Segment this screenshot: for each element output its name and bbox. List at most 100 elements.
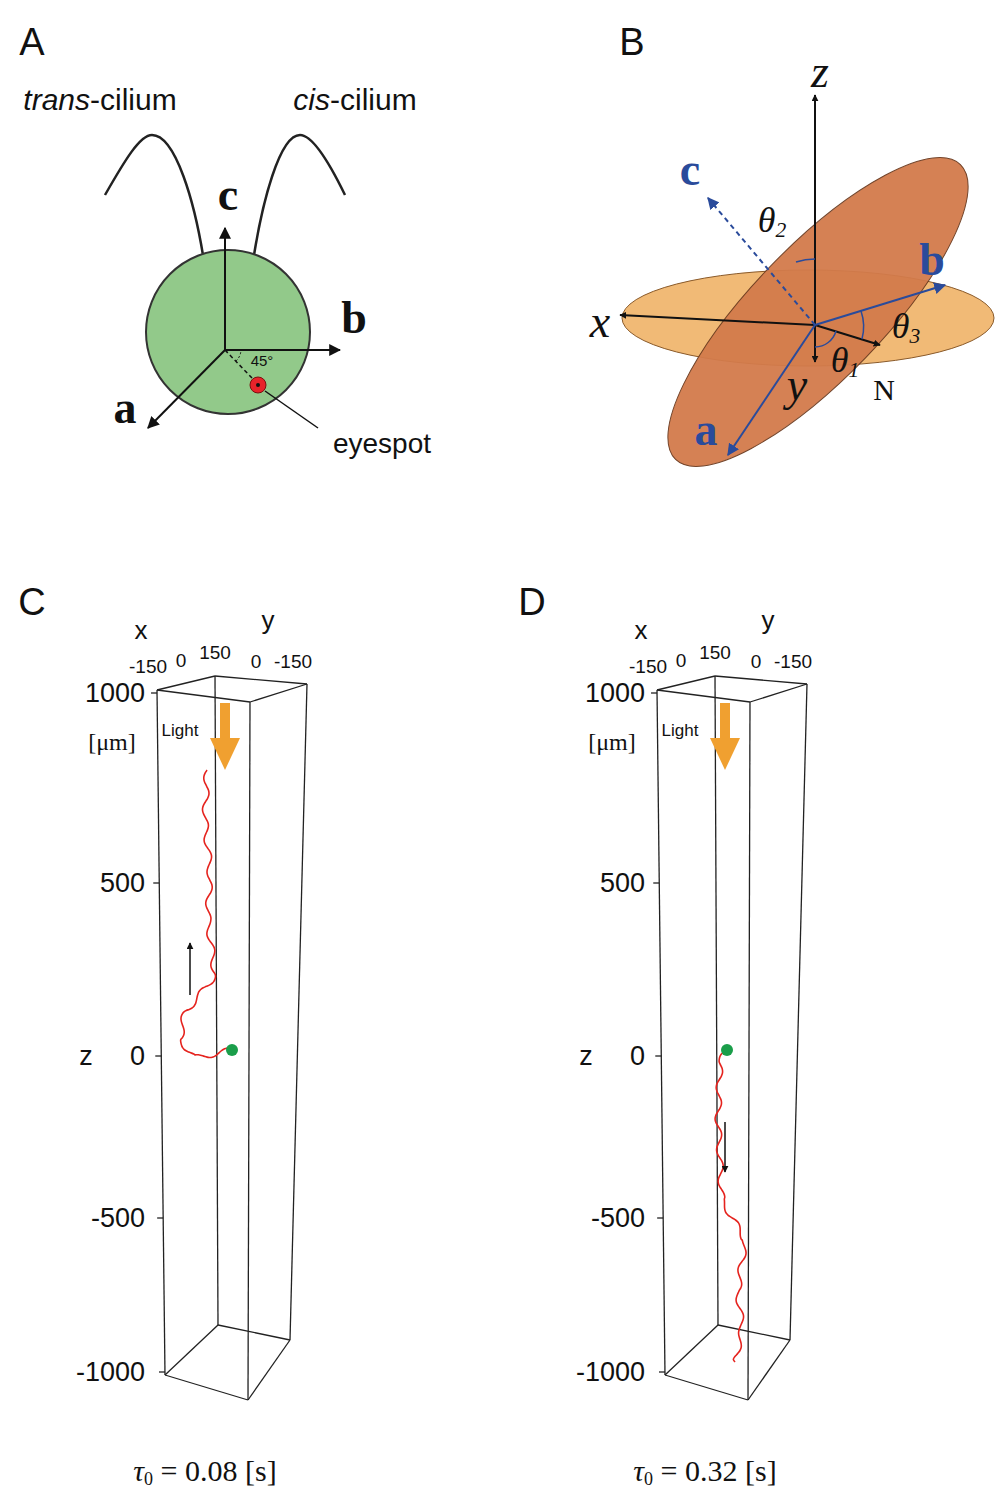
tick-label: 1000 [585, 680, 645, 707]
axis-label: y [762, 607, 775, 633]
light-label: Light [162, 722, 199, 739]
tick-label: 500 [100, 870, 145, 897]
axis-label: x [135, 617, 148, 643]
box-edge [657, 676, 715, 690]
part-label: eyespot [333, 430, 431, 458]
axis-label: y [787, 362, 807, 408]
box-edge [250, 684, 307, 702]
cell-illustration [105, 135, 345, 428]
panel-letter: C [18, 583, 45, 621]
angle-label: θ3 [892, 308, 920, 348]
box-edge [248, 1340, 290, 1400]
axis-tick [153, 882, 159, 883]
axis-label: z [811, 49, 829, 95]
light-arrow [710, 703, 740, 770]
trajectory-box [651, 676, 807, 1400]
axis-label: c [680, 147, 700, 193]
tick-label: 0 [630, 1043, 645, 1070]
tick-label: 150 [699, 643, 731, 662]
box-edge [157, 690, 165, 1375]
cilium-label: cis-cilium [293, 85, 416, 115]
angle-label: θ2 [758, 202, 786, 242]
tick-label: 0 [676, 651, 687, 670]
tick-label: -150 [129, 657, 167, 676]
trajectory [715, 1050, 746, 1362]
tick-label: 150 [199, 643, 231, 662]
tick-label: 0 [176, 651, 187, 670]
box-edge [657, 690, 750, 702]
box-edge [718, 1325, 790, 1340]
axis-label: N [873, 375, 895, 405]
axis-label: b [341, 295, 367, 341]
parameter-caption: τ0 = 0.32 [s] [633, 1456, 776, 1489]
axis-tick [651, 692, 657, 693]
axis-label: z [579, 1043, 593, 1070]
axis-label: y [262, 607, 275, 633]
tick-label: -500 [91, 1205, 145, 1232]
panel-letter: B [619, 23, 644, 61]
axis-label: a [695, 407, 718, 453]
tick-label: 0 [251, 652, 262, 671]
unit-label: [μm] [88, 730, 136, 754]
axis-tick [653, 882, 659, 883]
light-label: Light [662, 722, 699, 739]
angle-label: 45° [251, 353, 274, 368]
tick-label: 0 [130, 1043, 145, 1070]
box-edge [248, 702, 250, 1400]
axis-tick [159, 1371, 165, 1372]
direction-arrow [724, 1122, 726, 1172]
panel-letter: D [518, 583, 545, 621]
axis-tick [151, 692, 157, 693]
axis-label: x [635, 617, 648, 643]
panel-letter: A [19, 23, 44, 61]
axis-tick [657, 1217, 663, 1218]
start-point [721, 1044, 733, 1056]
axis-label: c [218, 172, 238, 218]
box-edge [790, 684, 807, 1340]
parameter-caption: τ0 = 0.08 [s] [133, 1456, 276, 1489]
box-edge [157, 690, 250, 702]
box-edge [218, 1325, 290, 1340]
coordinate-illustration [620, 95, 995, 505]
box-edge [290, 684, 307, 1340]
axis-tick [155, 1055, 161, 1056]
box-edge [665, 1325, 718, 1375]
axis-label: a [114, 385, 137, 431]
axis-label: b [919, 237, 945, 283]
box-edge [665, 1375, 748, 1400]
start-point [226, 1044, 238, 1056]
trajectory [181, 770, 232, 1058]
box-edge [748, 702, 750, 1400]
box-edge [750, 684, 807, 702]
cilium-label: trans-cilium [23, 85, 176, 115]
tick-label: -150 [774, 652, 812, 671]
tick-label: -1000 [76, 1359, 145, 1386]
box-edge [715, 676, 718, 1325]
tick-label: 500 [600, 870, 645, 897]
unit-label: [μm] [588, 730, 636, 754]
tick-label: -1000 [576, 1359, 645, 1386]
direction-arrow [189, 943, 191, 995]
trajectory-box [151, 676, 307, 1400]
axis-label: x [590, 299, 610, 345]
box-edge [215, 676, 307, 684]
box-edge [165, 1325, 218, 1375]
axis-label: z [79, 1043, 93, 1070]
light-arrow [210, 703, 240, 770]
axis-tick [659, 1371, 665, 1372]
axis-tick [655, 1055, 661, 1056]
box-edge [215, 676, 218, 1325]
axis-tick [157, 1217, 163, 1218]
tick-label: 0 [751, 652, 762, 671]
tick-label: -150 [629, 657, 667, 676]
tick-label: -500 [591, 1205, 645, 1232]
box-edge [157, 676, 215, 690]
box-edge [657, 690, 665, 1375]
tick-label: -150 [274, 652, 312, 671]
angle-label: θ1 [831, 342, 859, 382]
tick-label: 1000 [85, 680, 145, 707]
box-edge [165, 1375, 248, 1400]
box-edge [715, 676, 807, 684]
